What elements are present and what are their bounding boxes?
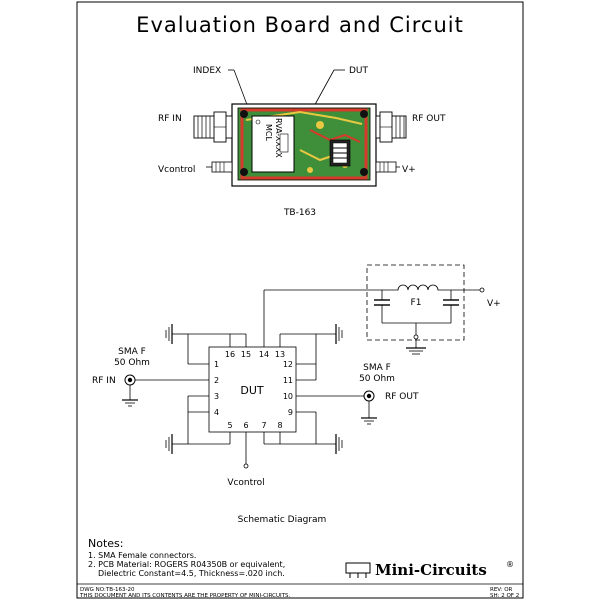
schematic-caption: Schematic Diagram: [238, 515, 327, 525]
drawing-number: DWG NO:TB-163-20: [80, 587, 135, 593]
registered-mark: ®: [506, 560, 514, 569]
sheet-border: [76, 1, 524, 599]
filter-label: F1: [411, 298, 422, 308]
pin-14: 14: [259, 350, 269, 359]
pin-2: 2: [214, 376, 219, 385]
notes: Notes: 1. SMA Female connectors. 2. PCB …: [88, 537, 285, 578]
ohm-in-label: 50 Ohm: [114, 358, 150, 368]
title-block: DWG NO:TB-163-20 THIS DOCUMENT AND ITS C…: [77, 583, 523, 599]
revision: REV: OR: [490, 587, 513, 593]
pin-6: 6: [243, 421, 248, 430]
sheet-number: SH: 2 OF 2: [490, 593, 519, 599]
note-1: 1. SMA Female connectors.: [88, 551, 196, 560]
evaluation-board: INDEX DUT RF IN RF OUT Vcontrol V+: [158, 66, 446, 218]
sma-in-label: SMA F: [118, 347, 146, 357]
page-title: Evaluation Board and Circuit: [136, 13, 464, 37]
pin-9: 9: [288, 408, 293, 417]
ohm-out-label: 50 Ohm: [359, 374, 395, 384]
index-label: INDEX: [193, 66, 221, 76]
schematic-rf-out-label: RF OUT: [385, 392, 419, 402]
board-rf-out-label: RF OUT: [412, 114, 446, 124]
pin-10: 10: [283, 392, 293, 401]
pin-13: 13: [275, 350, 285, 359]
pin-15: 15: [241, 350, 251, 359]
dut-box: [208, 346, 297, 433]
note-2: 2. PCB Material: ROGERS R04350B or equiv…: [88, 560, 285, 569]
pin-7: 7: [261, 421, 266, 430]
schematic-vcontrol-label: Vcontrol: [227, 478, 264, 488]
pin-1: 1: [214, 360, 219, 369]
vcontrol-pin-icon: [206, 161, 233, 173]
board-vcontrol-label: Vcontrol: [158, 165, 195, 175]
board-rf-in-label: RF IN: [158, 114, 182, 124]
pin-12: 12: [283, 360, 293, 369]
pin-16: 16: [225, 350, 235, 359]
vplus-pin-icon: [375, 161, 400, 173]
dut-label: DUT: [349, 66, 369, 76]
schematic-diagram: [122, 264, 485, 469]
schematic-text: DUT 16 15 14 13 1 2 3 4 12 11 10 9 5 6 7…: [92, 298, 501, 525]
dut-text: DUT: [240, 384, 264, 397]
disclaimer: THIS DOCUMENT AND ITS CONTENTS ARE THE P…: [79, 593, 290, 599]
sma-out-label: SMA F: [363, 363, 391, 373]
chip-text-part: RVA-XXXX: [274, 118, 283, 158]
rf-in-connector-icon: [193, 111, 233, 143]
pin-5: 5: [227, 421, 232, 430]
notes-heading: Notes:: [88, 537, 123, 550]
pin-11: 11: [283, 376, 293, 385]
inductor-icon: [390, 284, 447, 291]
pin-3: 3: [214, 392, 219, 401]
chip-text-mcl: MCL: [264, 124, 273, 141]
filter-box: [366, 264, 465, 341]
rf-out-connector-icon: [375, 111, 407, 143]
board-vplus-label: V+: [402, 165, 416, 175]
schematic-vplus-label: V+: [487, 299, 501, 309]
note-3: Dielectric Constant=4.5, Thickness=.020 …: [98, 569, 285, 578]
mini-circuits-logo: Mini-Circuits ®: [345, 560, 514, 579]
pin-8: 8: [277, 421, 282, 430]
schematic-rf-in-label: RF IN: [92, 376, 116, 386]
logo-text: Mini-Circuits: [375, 561, 487, 579]
pin-4: 4: [214, 408, 219, 417]
tb-number: TB-163: [283, 208, 316, 218]
